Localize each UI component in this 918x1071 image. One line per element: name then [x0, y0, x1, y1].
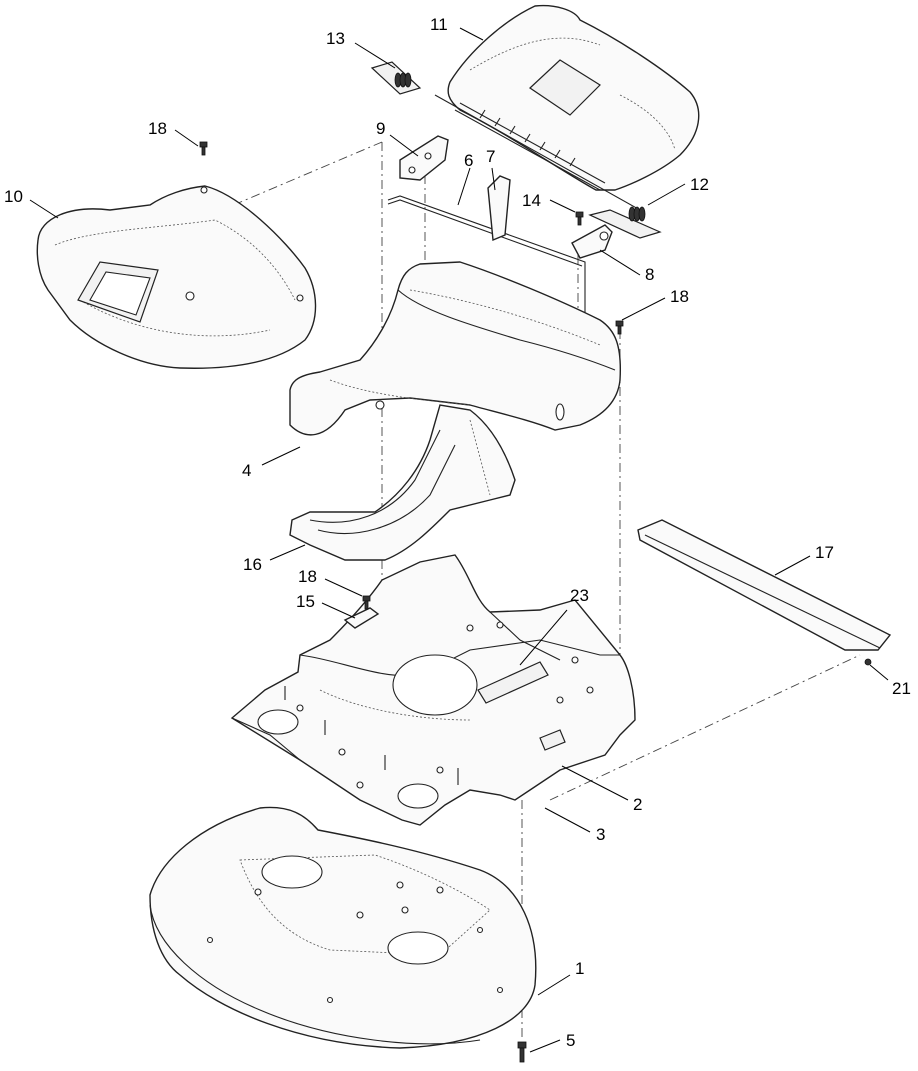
callout-5: 5 [566, 1031, 575, 1050]
part-10-left-cover [36, 185, 317, 369]
part-7-grip [487, 175, 511, 242]
callout-23: 23 [570, 586, 589, 605]
callout-2: 2 [633, 795, 642, 814]
part-12-spring [588, 206, 662, 239]
part-8-hinge-bracket [571, 224, 613, 259]
callout-17: 17 [815, 543, 834, 562]
part-1-deck [149, 806, 537, 1049]
callout-6: 6 [464, 151, 473, 170]
callout-4: 4 [242, 461, 251, 480]
callout-16: 16 [243, 555, 262, 574]
callout-18-lower: 18 [298, 567, 317, 586]
callout-12: 12 [690, 175, 709, 194]
part-11-top-cover [434, 4, 700, 211]
callout-11: 11 [430, 15, 448, 34]
callout-13: 13 [326, 29, 345, 48]
part-9-hinge-bracket [399, 135, 449, 181]
bolt-18-lower [362, 595, 371, 610]
callout-10: 10 [4, 187, 23, 206]
part-17-strip [637, 519, 892, 666]
callout-1: 1 [575, 959, 584, 978]
callouts: 1 2 3 4 5 6 7 8 9 10 11 12 13 14 15 16 1… [4, 15, 911, 1050]
part-3-chassis [230, 554, 636, 826]
leader-lines [29, 27, 889, 1053]
callout-8: 8 [645, 265, 654, 284]
callout-9: 9 [376, 119, 385, 138]
callout-3: 3 [596, 825, 605, 844]
part-16-inner-duct [289, 404, 516, 561]
callout-18-top-left: 18 [148, 119, 167, 138]
callout-21: 21 [892, 679, 911, 698]
callout-14: 14 [522, 191, 541, 210]
bolt-5 [517, 1041, 527, 1063]
callout-15: 15 [296, 592, 315, 611]
hardware [199, 141, 624, 1063]
part-4-shroud [289, 261, 622, 436]
bolt-18-top-left [199, 141, 208, 156]
callout-7: 7 [486, 147, 495, 166]
bolt-18-right [615, 320, 624, 335]
bolt-14 [575, 211, 584, 226]
part-13-spring [370, 61, 422, 95]
part-15-bracket [343, 607, 380, 629]
callout-18-right: 18 [670, 287, 689, 306]
